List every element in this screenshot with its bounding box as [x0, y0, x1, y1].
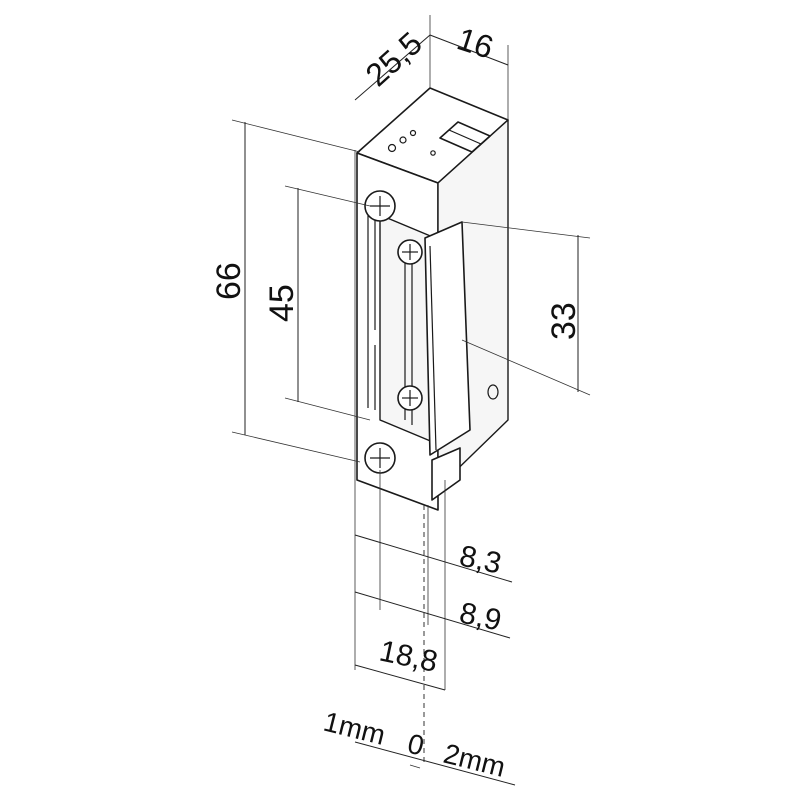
dimension-lines	[231, 15, 591, 786]
top-hole	[430, 150, 436, 156]
adjust-left-label: 1mm	[321, 706, 389, 751]
latch-screw-lower	[397, 385, 423, 411]
top-hole	[399, 136, 407, 144]
dim-width-face: 25,5	[359, 25, 429, 93]
latch-screw-upper	[397, 239, 423, 265]
screw-top	[364, 190, 396, 222]
dim-width-bottom: 18,8	[377, 635, 441, 679]
side-hole	[487, 384, 499, 400]
adjust-right-label: 2mm	[441, 738, 509, 783]
bottom-tab	[431, 447, 461, 501]
dim-offset-1: 8,3	[457, 540, 505, 581]
top-hole	[387, 143, 397, 153]
dim-offset-2: 8,9	[457, 597, 505, 638]
electric-strike-body	[356, 87, 509, 511]
dim-height-total: 66	[210, 262, 248, 300]
adjust-zero-label: 0	[405, 728, 428, 762]
screw-bottom	[364, 442, 396, 474]
top-hole	[409, 129, 417, 137]
dim-latch-height: 33	[545, 302, 583, 340]
latch-jaw	[424, 221, 471, 456]
dim-screw-spacing: 45	[263, 284, 301, 322]
